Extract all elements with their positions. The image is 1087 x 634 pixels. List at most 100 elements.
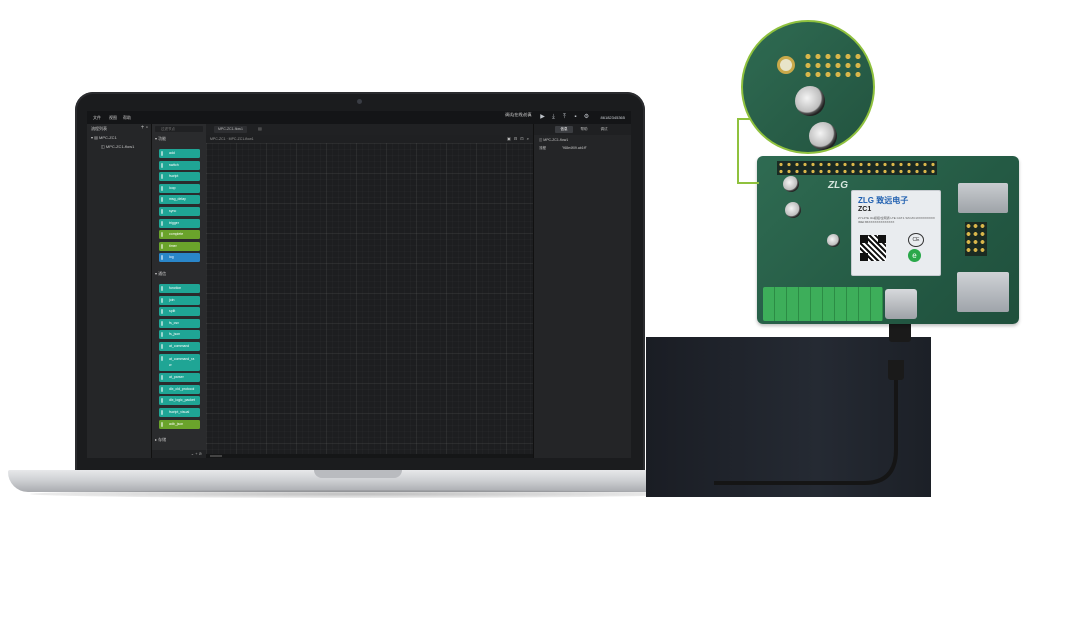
palette-footer: ⌄ + ⊘ — [152, 450, 206, 458]
node-port-icon — [161, 185, 163, 191]
category-function-label: 功能 — [158, 136, 167, 141]
palette-node[interactable]: complete — [159, 230, 200, 240]
node-label: complete — [169, 232, 184, 237]
palette-node[interactable]: add — [159, 149, 200, 158]
run-mode-select[interactable]: 调试(在线)仿真 — [505, 112, 532, 117]
settings-icon[interactable]: ⚙ — [583, 114, 590, 120]
node-label: log — [169, 255, 174, 260]
node-label: fs_json — [169, 332, 181, 337]
ccc-mark: CE — [908, 233, 924, 247]
palette-node[interactable]: dlx_cld_protocol — [159, 384, 200, 394]
node-port-icon — [161, 410, 163, 415]
upload-icon[interactable]: ⤒ — [563, 114, 566, 120]
menu-bar: 文件 视图 帮助 调试(在线)仿真 ▶ ⤓ ⤒ ▪ ⚙ 86182345365 — [87, 111, 631, 124]
palette-node[interactable]: fs_csv — [159, 318, 200, 328]
palette-node[interactable]: msg_delay — [159, 195, 200, 205]
laptop-notch — [314, 470, 402, 478]
palette-node[interactable]: split — [159, 307, 200, 317]
category-function[interactable]: ▾ 功能 — [155, 136, 167, 141]
node-port-icon — [161, 386, 163, 392]
node-port-icon — [161, 309, 163, 315]
tree-project-label: MPC-ZC1 — [99, 135, 117, 140]
node-port-icon — [161, 355, 163, 361]
usb-port — [885, 289, 917, 319]
palette-node[interactable]: fs_json — [159, 330, 200, 340]
palette-node[interactable]: fscript_visual — [159, 408, 200, 417]
tab-menu-icon[interactable]: ▤ — [258, 126, 262, 131]
flow-canvas[interactable] — [206, 143, 533, 458]
node-port-icon — [161, 398, 163, 404]
node-label: timer — [169, 243, 177, 248]
node-label: sync — [169, 209, 177, 213]
tab-help[interactable]: 帮助 — [580, 127, 588, 131]
palette-node[interactable]: adb_json — [159, 419, 200, 429]
node-port-icon — [161, 421, 163, 427]
tab-flow[interactable]: MPC-ZC1-flow1 — [214, 126, 247, 133]
node-port-icon — [161, 243, 163, 249]
info-flow-row[interactable]: ◫ MPC-ZC1-flow1 — [539, 138, 569, 142]
palette-node[interactable]: dlx_logic_packet — [159, 396, 200, 406]
tree-project[interactable]: ▾ ▤ MPC-ZC1 — [91, 135, 117, 140]
node-label: at_command — [169, 344, 190, 348]
capacitor-3 — [827, 234, 840, 247]
add-flow-icon[interactable]: + ▫ — [140, 125, 148, 131]
palette-node[interactable]: at_command — [159, 342, 200, 351]
category-comm[interactable]: ▾ 通信 — [155, 271, 167, 276]
node-label: at_command_ra w — [169, 356, 195, 367]
palette-node[interactable]: log — [159, 253, 200, 263]
node-port-icon — [161, 332, 163, 338]
node-label: at_parser — [169, 375, 184, 380]
node-port-icon — [161, 197, 163, 203]
node-label: join — [169, 297, 175, 302]
menu-view[interactable]: 视图 — [109, 115, 117, 120]
capacitor-1 — [783, 176, 799, 192]
palette-search-input[interactable]: 过滤节点 — [155, 126, 203, 132]
tree-flow[interactable]: ◫ MPC-ZC1-flow1 — [101, 144, 135, 149]
palette-node[interactable]: function — [159, 284, 200, 293]
palette-node[interactable]: sync — [159, 207, 200, 216]
canvas-tools[interactable]: ▣ ⊟ ⊡ ⌕ — [506, 136, 530, 141]
zoom-capacitor-2 — [809, 122, 837, 150]
node-port-icon — [161, 297, 163, 303]
zoom-capacitor-1 — [795, 86, 825, 116]
module-model: ZC1 — [858, 206, 872, 213]
palette-node[interactable]: timer — [159, 241, 200, 251]
node-port-icon — [161, 162, 163, 168]
node-label: dlx_cld_protocol — [169, 386, 195, 391]
palette-node[interactable]: switch — [159, 160, 200, 170]
palette-node[interactable]: fscript — [159, 172, 200, 182]
lock-icon[interactable]: ▪ — [574, 114, 577, 120]
node-port-icon — [161, 320, 163, 326]
download-icon[interactable]: ⤓ — [552, 114, 555, 120]
breadcrumb-text: MPC-ZC1 · MPC-ZC1-flow1 — [210, 137, 254, 141]
project-panel-title: 流程列表 — [91, 126, 107, 131]
info-prop-label: 流程 — [539, 146, 546, 150]
tab-info[interactable]: 信息 — [555, 126, 573, 133]
app-window: 文件 视图 帮助 调试(在线)仿真 ▶ ⤓ ⤒ ▪ ⚙ 86182345365 … — [87, 111, 631, 458]
scroll-thumb[interactable] — [210, 455, 222, 457]
play-icon[interactable]: ▶ — [540, 114, 545, 120]
node-label: msg_delay — [169, 197, 186, 202]
canvas-hscrollbar[interactable] — [206, 454, 533, 458]
menu-help[interactable]: 帮助 — [123, 115, 131, 120]
category-storage[interactable]: ▸ 存储 — [155, 437, 167, 442]
tree-flow-label: MPC-ZC1-flow1 — [105, 144, 135, 149]
palette-node[interactable]: trigger — [159, 218, 200, 228]
palette-node[interactable]: at_parser — [159, 373, 200, 383]
palette-node[interactable]: loop — [159, 183, 200, 193]
node-port-icon — [161, 286, 163, 291]
info-panel: 信息 帮助 调试 ◫ MPC-ZC1-flow1 流程 "f68e4f09.ab… — [533, 124, 631, 458]
palette-node[interactable]: at_command_ra w — [159, 353, 200, 371]
menu-file[interactable]: 文件 — [93, 115, 101, 120]
palette-node[interactable]: join — [159, 295, 200, 305]
laptop-base — [8, 470, 714, 492]
module-fine-print: ZYL4TE 4G模组/全网通 LTE CAT.1 S/N:ZC1XXXXXXX… — [858, 216, 935, 224]
node-port-icon — [161, 174, 163, 180]
node-port-icon — [161, 209, 163, 214]
tab-debug[interactable]: 调试 — [600, 127, 608, 131]
node-port-icon — [161, 344, 163, 349]
node-label: adb_json — [169, 421, 184, 426]
node-label: split — [169, 309, 176, 314]
zoom-connector-line — [737, 118, 759, 184]
terminal-block — [763, 287, 883, 321]
